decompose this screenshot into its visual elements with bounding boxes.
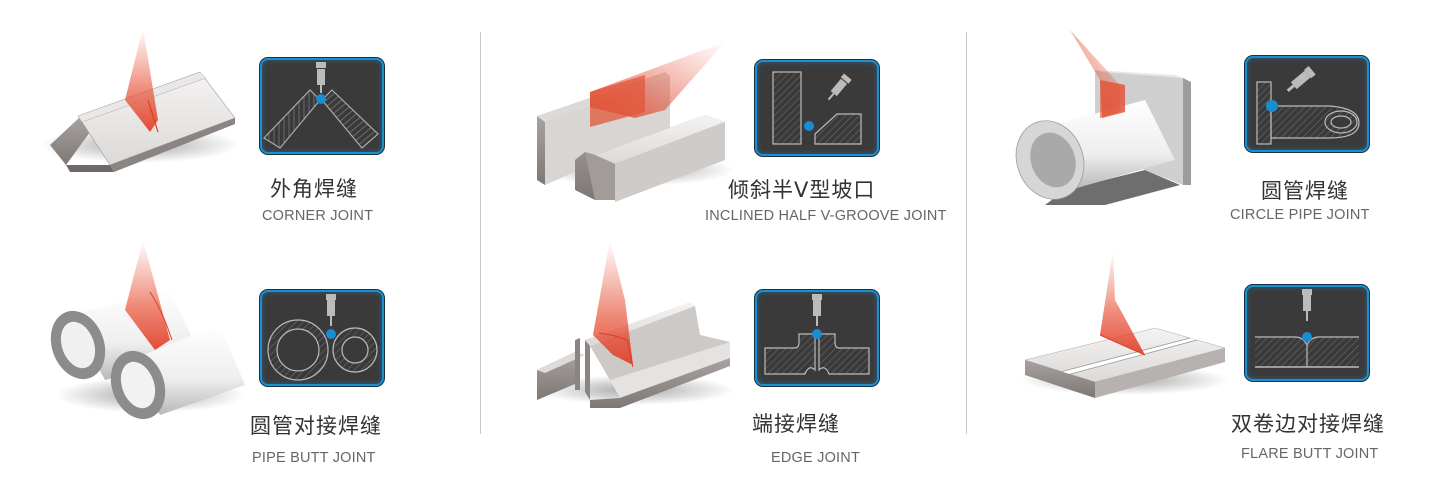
joint-title-en: CORNER JOINT [262, 208, 374, 224]
half-v-groove-joint-illustration [535, 42, 735, 202]
corner-joint-icon [260, 58, 384, 154]
flare-butt-joint-icon [1245, 285, 1369, 381]
joint-card-corner: 外角焊缝 CORNER JOINT [30, 20, 500, 260]
joint-title-zh: 圆管焊缝 [1261, 179, 1349, 203]
joint-title-en: INCLINED HALF V-GROOVE JOINT [705, 208, 947, 224]
joint-title-en: PIPE BUTT JOINT [252, 450, 376, 466]
joint-card-half-v-groove: 倾斜半V型坡口 INCLINED HALF V-GROOVE JOINT [515, 20, 985, 260]
joint-title-en: CIRCLE PIPE JOINT [1230, 207, 1370, 223]
joint-title-zh: 端接焊缝 [752, 412, 840, 436]
circle-pipe-joint-icon [1245, 56, 1369, 152]
column-divider-1 [480, 32, 481, 434]
joint-card-flare-butt: 双卷边对接焊缝 FLARE BUTT JOINT [1005, 240, 1455, 480]
flare-butt-joint-illustration [1020, 250, 1230, 398]
joint-title-zh: 倾斜半V型坡口 [728, 178, 876, 202]
joint-title-zh: 外角焊缝 [270, 177, 358, 201]
pipe-butt-joint-illustration [50, 240, 245, 420]
joint-title-zh: 双卷边对接焊缝 [1231, 412, 1385, 436]
corner-joint-illustration [40, 28, 240, 172]
pipe-butt-joint-icon [260, 290, 384, 386]
edge-joint-illustration [535, 240, 735, 408]
column-divider-2 [966, 32, 967, 434]
joint-card-edge: 端接焊缝 EDGE JOINT [515, 240, 985, 480]
joint-card-pipe-butt: 圆管对接焊缝 PIPE BUTT JOINT [30, 240, 500, 480]
joint-title-en: FLARE BUTT JOINT [1241, 446, 1379, 462]
half-v-groove-icon [755, 60, 879, 156]
circle-pipe-joint-illustration [1015, 30, 1191, 205]
joint-card-circle-pipe: 圆管焊缝 CIRCLE PIPE JOINT [1005, 20, 1455, 260]
joint-title-zh: 圆管对接焊缝 [250, 414, 382, 438]
joint-title-en: EDGE JOINT [771, 450, 861, 466]
edge-joint-icon [755, 290, 879, 386]
